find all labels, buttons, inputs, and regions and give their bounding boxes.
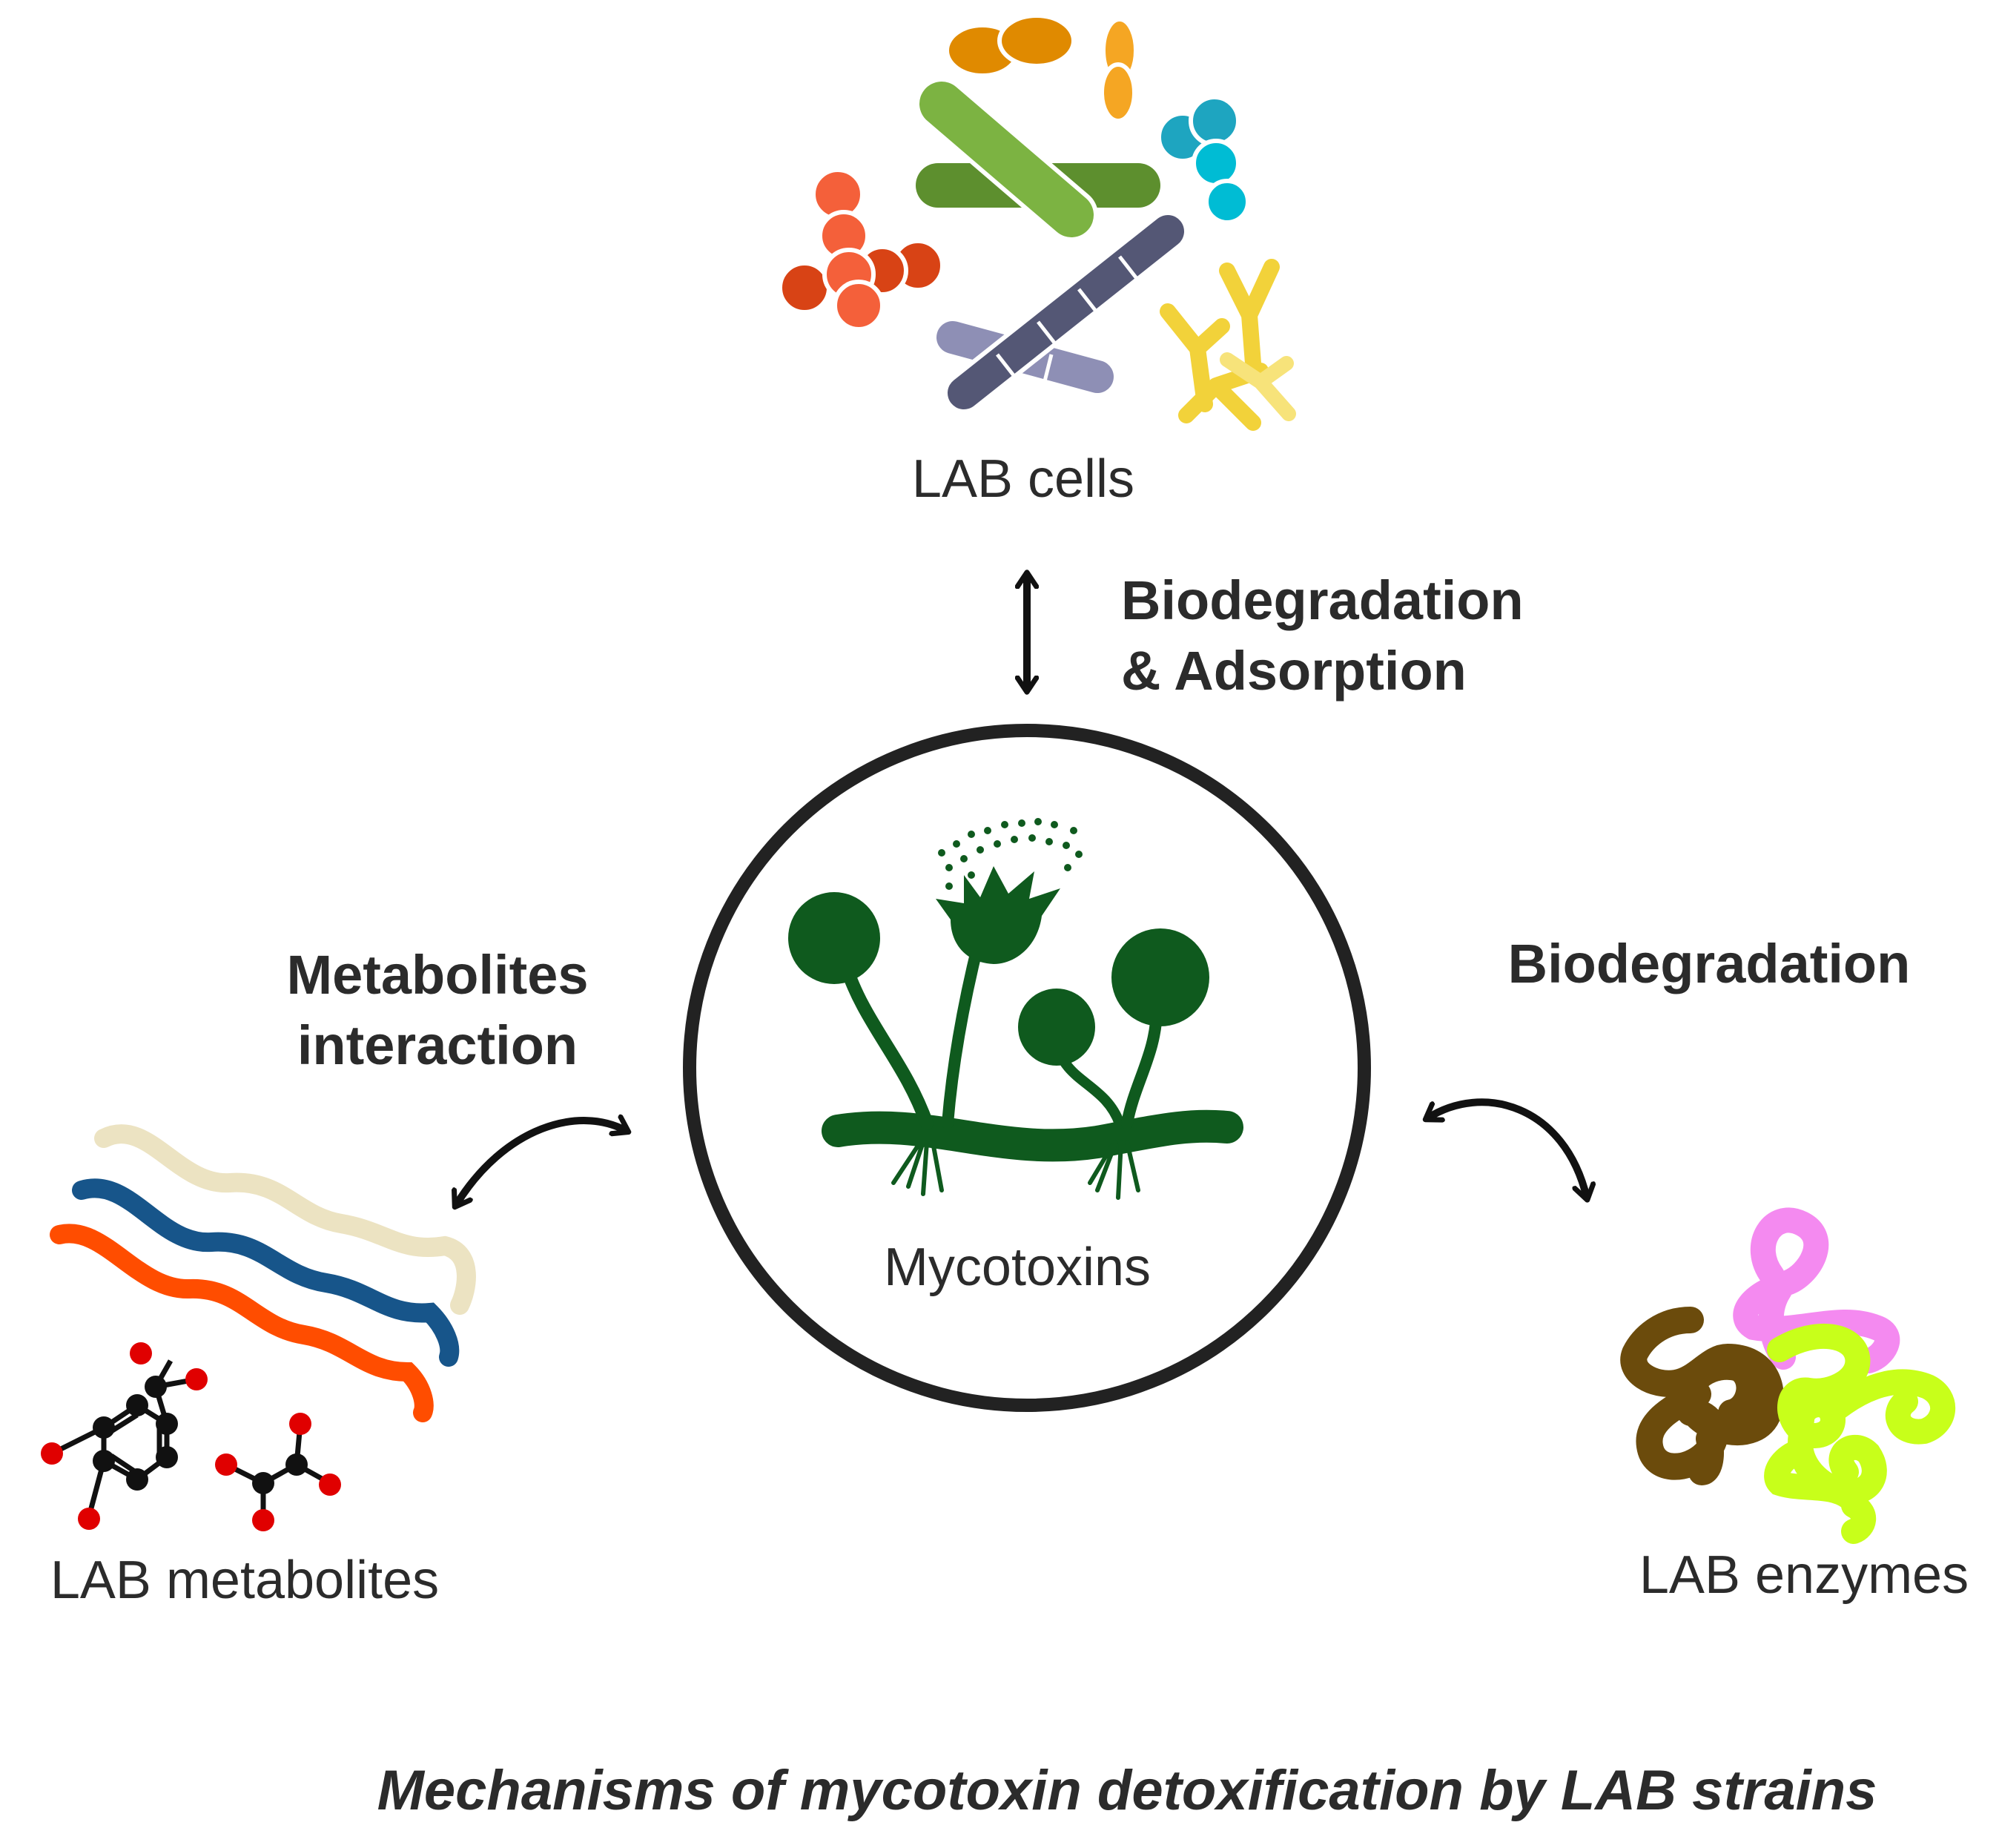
- node-label-lab-metabolites: LAB metabolites: [50, 1551, 439, 1610]
- metabolites-icon: [41, 1124, 476, 1531]
- mycotoxins-circle: [683, 724, 1371, 1412]
- link-label-metabolites-line1: Metabolites: [286, 944, 588, 1006]
- link-label-cells-line1: Biodegradation: [1121, 570, 1524, 631]
- node-label-lab-enzymes: LAB enzymes: [1639, 1545, 1969, 1605]
- link-label-cells-line2: & Adsorption: [1121, 640, 1467, 702]
- enzymes-icon: [1620, 1207, 1956, 1544]
- bacteria-cells-icon: [778, 13, 1296, 431]
- center-label-mycotoxins: Mycotoxins: [884, 1238, 1151, 1297]
- link-label-enzymes-line1: Biodegradation: [1508, 933, 1911, 994]
- arrow-enzymes-mycotoxins: [1427, 1098, 1587, 1198]
- arrow-metabolites-mycotoxins: [456, 1121, 627, 1205]
- mold-icon: [788, 818, 1243, 1200]
- link-label-metabolites-line2: interaction: [297, 1014, 578, 1076]
- figure-caption: Mechanisms of mycotoxin detoxification b…: [377, 1759, 1877, 1822]
- node-label-lab-cells: LAB cells: [912, 449, 1134, 509]
